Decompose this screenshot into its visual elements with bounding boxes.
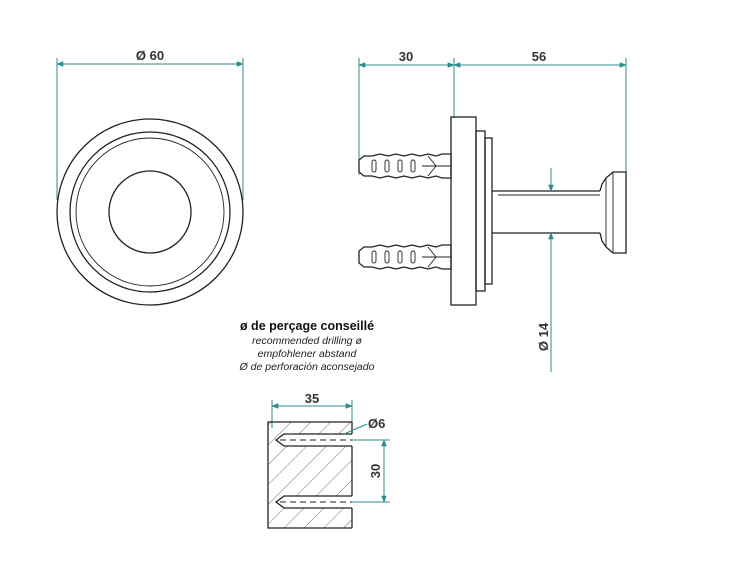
- front-diameter-label: Ø 60: [136, 48, 164, 63]
- note-english: recommended drilling ø: [252, 335, 362, 347]
- rosette-ring-2: [69, 131, 231, 293]
- drill-diameter-leader: [343, 423, 368, 435]
- rod-diameter-label: Ø 14: [536, 322, 551, 351]
- drilling-note: ø de perçage conseillé recommended drill…: [239, 319, 375, 373]
- projection-label: 56: [532, 49, 546, 64]
- knob-end: [599, 171, 627, 254]
- rosette-ring-3: [75, 137, 225, 287]
- drill-diameter-label: Ø6: [368, 416, 385, 431]
- rosette-outer-ring: [56, 118, 244, 306]
- side-view: 30 56 Ø 14: [358, 49, 627, 372]
- wall-depth-label: 30: [399, 49, 413, 64]
- base-plate: [450, 116, 477, 306]
- note-french: ø de perçage conseillé: [240, 319, 374, 333]
- wall-plug-bottom: [358, 244, 452, 270]
- base-step-1: [475, 130, 486, 292]
- drill-spacing-label: 30: [368, 464, 383, 478]
- base-step-2: [484, 137, 493, 285]
- wall-block-outline: [267, 421, 352, 529]
- note-german: empfohlener abstand: [258, 348, 358, 360]
- wall-plug-top: [358, 153, 452, 179]
- note-spanish: Ø de perforación aconsejado: [239, 361, 375, 373]
- drill-depth-label: 35: [305, 391, 319, 406]
- rosette-center-boss: [108, 170, 192, 254]
- front-view: Ø 60: [56, 48, 244, 306]
- drill-section: 35 Ø6 30: [267, 391, 390, 529]
